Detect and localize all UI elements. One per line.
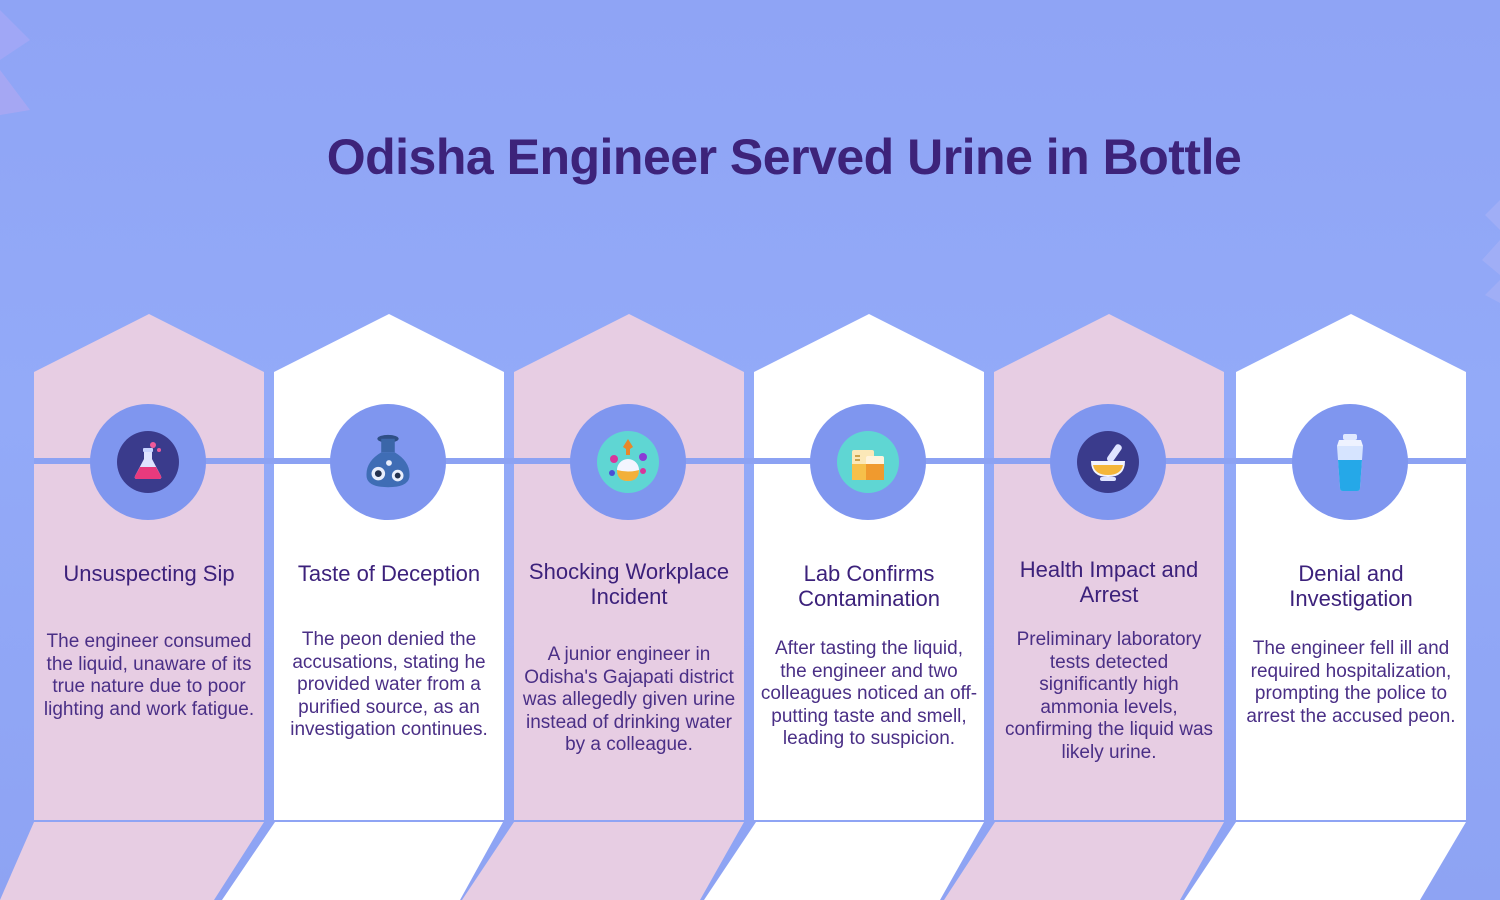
step-icon-circle [330,404,446,520]
step-description: The engineer fell ill and required hospi… [1246,638,1456,727]
page-title: Odisha Engineer Served Urine in Bottle [326,129,1242,185]
step-card-5: Health Impact and Arrest Preliminary lab… [994,314,1224,820]
corner-decoration-left [0,10,30,115]
step-title: Unsuspecting Sip [63,561,235,586]
water-bottle-icon [1319,431,1381,493]
step-card-2: Taste of Deception The peon denied the a… [274,314,504,820]
step-title: Taste of Deception [297,561,481,586]
step-description: After tasting the liquid, the engineer a… [760,638,978,750]
corner-decoration-right [1482,200,1500,303]
step-icon-circle [90,404,206,520]
step-description: The engineer consumed the liquid, unawar… [43,631,255,720]
timeline-line [34,458,1466,464]
step-title: Lab Confirms Contamination [798,561,940,611]
card-background [514,314,744,820]
card-background [754,314,984,820]
step-title: Denial and Investigation [1289,561,1413,611]
step-title: Shocking Workplace Incident [528,559,730,609]
step-card-4: Lab Confirms Contamination After tasting… [754,314,984,820]
mortar-pestle-icon [1077,431,1139,493]
step-description: A junior engineer in Odisha's Gajapati d… [522,644,736,756]
card-background [274,314,504,820]
card-background [34,314,264,820]
step-icon-circle [1292,404,1408,520]
step-description: The peon denied the accusations, stating… [290,629,488,741]
step-card-3: Shocking Workplace Incident A junior eng… [514,314,744,820]
bubbling-vase-icon [357,431,419,493]
card-background [1236,314,1466,820]
card-background [994,314,1224,820]
step-icon-circle [1050,404,1166,520]
step-card-1: Unsuspecting Sip The engineer consumed t… [34,314,264,820]
bottom-stripes [0,822,1466,900]
step-title: Health Impact and Arrest [1019,557,1199,607]
bacteria-flask-icon [597,431,659,493]
flask-icon [117,431,179,493]
step-card-6: Denial and Investigation The engineer fe… [1236,314,1466,820]
step-description: Preliminary laboratory tests detected si… [1004,629,1214,763]
beaker-icon [837,431,899,493]
step-icon-circle [810,404,926,520]
step-icon-circle [570,404,686,520]
